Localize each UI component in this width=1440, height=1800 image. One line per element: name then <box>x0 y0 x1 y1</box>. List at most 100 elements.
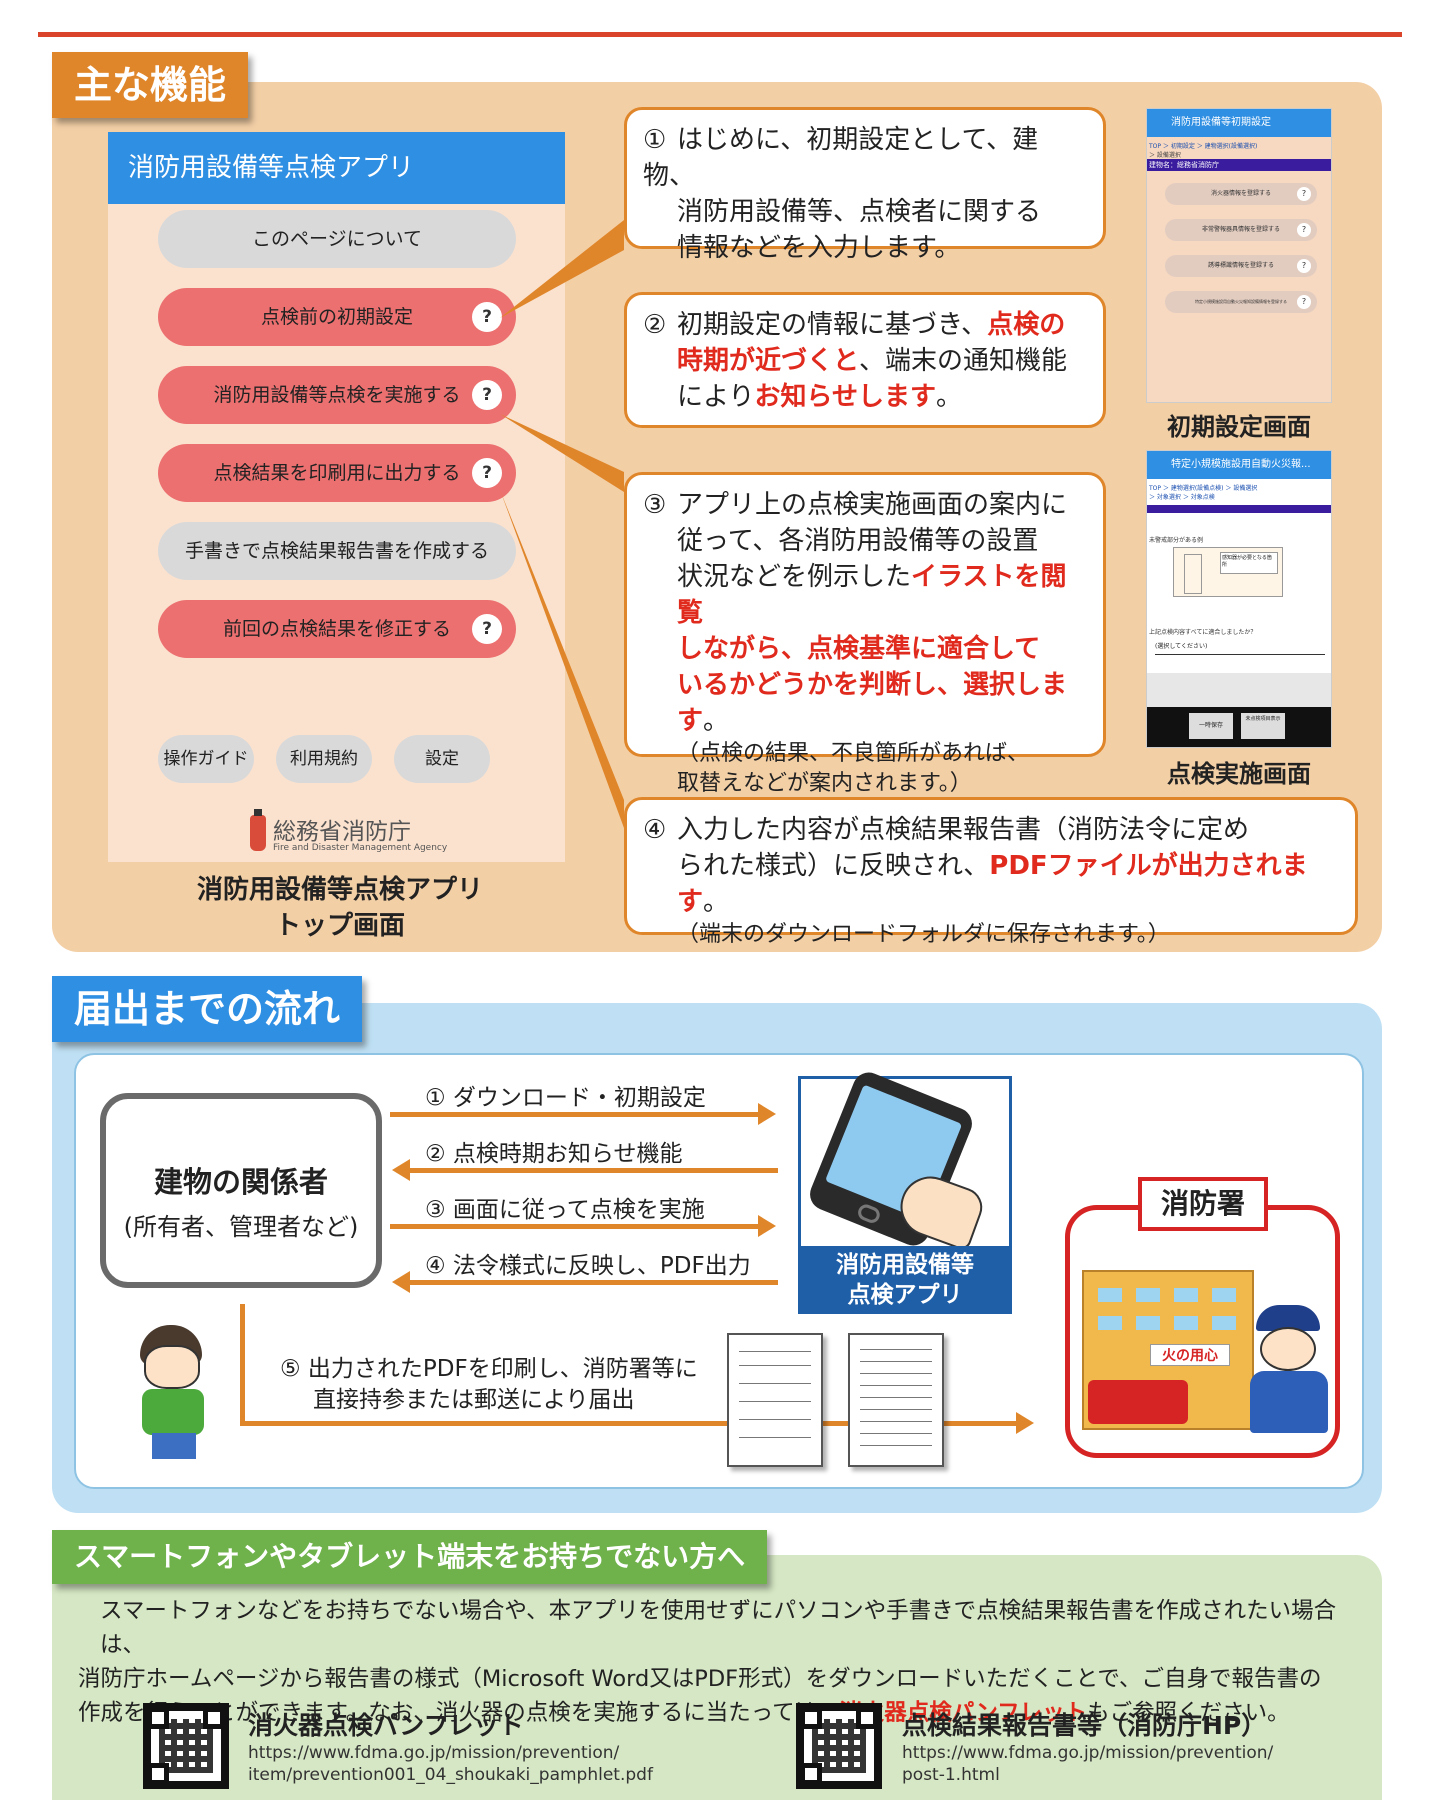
callout3-line5-end: 。 <box>703 706 730 736</box>
show-unchecked-button: 未点検項目表示 <box>1241 713 1285 739</box>
temp-save-button: 一時保存 <box>1189 713 1233 739</box>
doc-line <box>860 1373 932 1374</box>
edit-previous-button[interactable]: 前回の点検結果を修正する ? <box>158 600 516 658</box>
report-forms-link-url[interactable]: https://www.fdma.go.jp/mission/preventio… <box>902 1742 1362 1786</box>
report-forms-link-title[interactable]: 点検結果報告書等（消防庁HP） <box>902 1711 1267 1740</box>
doc-line <box>739 1419 811 1420</box>
qr-code-icon[interactable] <box>796 1703 882 1789</box>
flow-label-3: ③ 画面に従って点検を実施 <box>425 1197 705 1223</box>
owner-subtitle: (所有者、管理者など) <box>123 1213 359 1241</box>
inspection-screen-caption: 点検実施画面 <box>1167 760 1311 788</box>
help-icon[interactable]: ? <box>472 458 502 488</box>
step-number: ③ <box>643 490 667 520</box>
about-page-button[interactable]: このページについて <box>158 210 516 268</box>
pamphlet-url-line1: https://www.fdma.go.jp/mission/preventio… <box>248 1743 620 1763</box>
settings-button[interactable]: 設定 <box>394 735 490 783</box>
callout4-line2b: PDFファイルが出力されます <box>677 851 1308 917</box>
callout2-text-g: 。 <box>935 382 962 412</box>
connector-1 <box>500 220 624 318</box>
callout3-line3b: イラストを閲覧 <box>677 562 1067 628</box>
callout-connectors <box>500 220 624 828</box>
callout1-line1: はじめに、初期設定として、建物、 <box>643 125 1039 191</box>
terms-button[interactable]: 利用規約 <box>276 735 372 783</box>
shot2-navy-bar <box>1147 505 1331 513</box>
handwritten-report-button[interactable]: 手書きで点検結果報告書を作成する <box>158 522 516 580</box>
main-features-tab: 主な機能 <box>52 52 249 118</box>
window <box>1212 1316 1236 1330</box>
help-icon[interactable]: ? <box>472 380 502 410</box>
doc-line <box>860 1409 932 1410</box>
flow-label-4: ④ 法令様式に反映し、PDF出力 <box>425 1253 751 1279</box>
callout4-line2c: 。 <box>703 887 730 917</box>
officer-body <box>1250 1371 1328 1433</box>
shot1-item-label: 誘導標識情報を登録する <box>1207 262 1274 269</box>
callout3-line4: しながら、点検基準に適合して <box>677 634 1041 664</box>
doc-line <box>860 1361 932 1362</box>
step5-line-vertical <box>240 1304 245 1426</box>
callout3-line1: アプリ上の点検実施画面の案内に <box>677 490 1068 520</box>
help-icon: ? <box>1297 295 1311 309</box>
agency-logo-en: Fire and Disaster Management Agency <box>273 843 448 853</box>
pamphlet-link-url[interactable]: https://www.fdma.go.jp/mission/preventio… <box>248 1742 708 1786</box>
initial-setup-button[interactable]: 点検前の初期設定 ? <box>158 288 516 346</box>
pamphlet-url-line2: item/prevention001_04_shoukaki_pamphlet.… <box>248 1765 653 1785</box>
callout4-line1: 入力した内容が点検結果報告書（消防法令に定め <box>677 815 1250 845</box>
run-inspection-button[interactable]: 消防用設備等点検を実施する ? <box>158 366 516 424</box>
step5-line1: ⑤ 出力されたPDFを印刷し、消防署等に <box>280 1356 698 1382</box>
doc-line <box>860 1349 932 1350</box>
help-icon: ? <box>1297 259 1311 273</box>
shot2-illustration-wall <box>1184 554 1202 594</box>
initial-setup-screenshot: 消防用設備等初期設定 TOP ＞ 初期設定 ＞ 建物選択(設備選択) ＞ 設備選… <box>1146 108 1332 403</box>
shot2-question: 上記点検内容すべてに適合しましたか？ <box>1149 629 1257 636</box>
callout2-text-d: 、端末の通知機能 <box>859 346 1068 376</box>
about-page-label: このページについて <box>251 228 423 250</box>
officer-cap <box>1256 1305 1320 1331</box>
app-box-label: 消防用設備等 点検アプリ <box>798 1246 1012 1314</box>
shot2-select: (選択してください) <box>1155 641 1325 655</box>
qr-code-icon[interactable] <box>143 1703 229 1789</box>
fire-department-label: 消防署 <box>1138 1177 1268 1231</box>
handwritten-report-label: 手書きで点検結果報告書を作成する <box>184 540 489 562</box>
shot1-breadcrumb: TOP ＞ 初期設定 ＞ 建物選択(設備選択) <box>1149 143 1258 150</box>
help-icon[interactable]: ? <box>472 302 502 332</box>
guide-button[interactable]: 操作ガイド <box>158 735 254 783</box>
paragraph-line1: スマートフォンなどをお持ちでない場合や、本アプリを使用せずにパソコンや手書きで点… <box>100 1598 1337 1658</box>
doc-line <box>739 1351 811 1352</box>
help-icon[interactable]: ? <box>472 614 502 644</box>
callout4-note: （端末のダウンロードフォルダに保存されます。） <box>677 922 1170 947</box>
app-top-screen-mock: 消防用設備等点検アプリ このページについて 点検前の初期設定 ? 消防用設備等点… <box>108 132 565 862</box>
step-number: ② <box>643 310 667 340</box>
doc-line <box>860 1385 932 1386</box>
app-box-label-line2: 点検アプリ <box>847 1282 963 1308</box>
top-rule <box>38 32 1402 37</box>
shot1-item: 消火器情報を登録する? <box>1165 183 1317 205</box>
step-number: ④ <box>643 815 667 845</box>
no-smartphone-tab: スマートフォンやタブレット端末をお持ちでない方へ <box>52 1530 768 1584</box>
smartphone-home-button <box>855 1202 883 1226</box>
pamphlet-link-title[interactable]: 消火器点検パンフレット <box>248 1711 524 1740</box>
connector-4 <box>500 490 624 828</box>
fire-truck-icon <box>1088 1380 1188 1424</box>
doc-line <box>860 1433 932 1434</box>
callout2-highlight-c: 時期が近づくと <box>677 346 860 376</box>
fire-officer-icon <box>1250 1305 1328 1433</box>
print-output-label: 点検結果を印刷用に出力する <box>213 462 461 484</box>
qr-finder <box>800 1707 822 1729</box>
shot2-breadcrumb2: ＞ 対象選択 ＞ 対象点検 <box>1149 494 1215 501</box>
shot2-illustration-note: 感知器が必要となる箇所 <box>1220 552 1278 574</box>
step5-line2: 直接持参または郵送により届出 <box>313 1387 635 1413</box>
qr-finder <box>203 1707 225 1729</box>
app-caption-line1: 消防用設備等点検アプリ <box>196 875 483 905</box>
print-output-button[interactable]: 点検結果を印刷用に出力する ? <box>158 444 516 502</box>
report-document-icon <box>848 1333 944 1467</box>
window <box>1212 1288 1236 1302</box>
app-caption-line2: トップ画面 <box>274 911 405 941</box>
shot2-bottom-bar: 一時保存 未点検項目表示 <box>1147 707 1331 747</box>
shot2-label: 未警戒部分がある例 <box>1149 537 1204 544</box>
callout2-highlight-b: 点検の <box>987 310 1066 340</box>
help-icon: ? <box>1297 187 1311 201</box>
initial-setup-label: 点検前の初期設定 <box>260 306 413 328</box>
shot1-item: 特定小規模施設用自動火災報知設備情報を登録する? <box>1165 291 1317 313</box>
officer-face <box>1260 1327 1316 1371</box>
shot1-title-bar: 消防用設備等初期設定 <box>1147 109 1331 137</box>
